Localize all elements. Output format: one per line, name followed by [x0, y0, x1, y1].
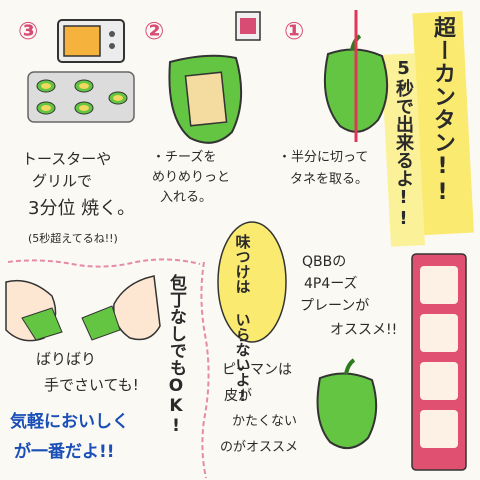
- qbb-cheese-package-illustration: [411, 253, 467, 471]
- section-divider-horizontal: [7, 258, 201, 268]
- delicious-text-line-2: が一番だよ!!: [14, 442, 115, 462]
- step-3-note: (5秒超えてるね!!): [28, 232, 118, 245]
- cheese-text-line-2: 4P4ーズ: [304, 276, 358, 292]
- seasoning-text: 味つけは いらないよ!: [233, 234, 252, 405]
- step-2-number: ②: [144, 17, 165, 45]
- pepper-tip-line-2: 皮が: [224, 388, 252, 404]
- pepper-tip-line-1: ピーマンは: [222, 362, 292, 378]
- cheese-text-line-3: プレーンが: [300, 298, 370, 314]
- step-1-number: ①: [284, 17, 305, 45]
- step-3-number: ③: [18, 17, 39, 45]
- section-divider-vertical: [200, 261, 210, 479]
- pepper-tip-line-4: のがオススメ: [220, 440, 299, 455]
- step-2-text-line-2: めりめりっと: [152, 170, 231, 185]
- delicious-text-line-1: 気軽においしく: [10, 412, 129, 432]
- small-pepper-illustration: [316, 358, 378, 449]
- hands-tearing-pepper-illustration: [5, 275, 161, 342]
- subtitle-highlight: [380, 53, 426, 247]
- step-1-text-line-2: タネを取る。: [290, 172, 369, 187]
- cheese-text-line-1: QBBの: [302, 254, 347, 270]
- step-3-text-line-3: 3分位 焼く。: [28, 198, 136, 219]
- baked-peppers-tray-illustration: [27, 71, 135, 123]
- step-3-text-line-1: トースターや: [22, 150, 112, 168]
- title: 超ーカンタン!!: [430, 16, 455, 206]
- step-2-text-line-1: ・チーズを: [152, 150, 217, 165]
- step-2-text-line-3: 入れる。: [160, 190, 213, 205]
- tear-text-line-1: ばりばり: [36, 350, 97, 368]
- pepper-tip-line-3: かたくない: [232, 414, 298, 429]
- cheese-text-line-4: オススメ!!: [330, 322, 398, 338]
- knife-free-text: 包丁なしでもOK!: [166, 274, 186, 436]
- pepper-with-cheese-illustration: [168, 54, 243, 144]
- tear-text-line-2: 手でさいても!: [44, 376, 139, 394]
- step-3-text-line-2: グリルで: [32, 172, 93, 190]
- seasoning-bubble: [217, 221, 287, 343]
- subtitle: 5秒で出来るよ!!: [393, 58, 414, 229]
- toaster-oven-illustration: [57, 19, 125, 63]
- title-highlight: [412, 10, 474, 236]
- step-1-text-line-1: ・半分に切って: [278, 150, 369, 165]
- cheese-box-illustration: [235, 11, 261, 41]
